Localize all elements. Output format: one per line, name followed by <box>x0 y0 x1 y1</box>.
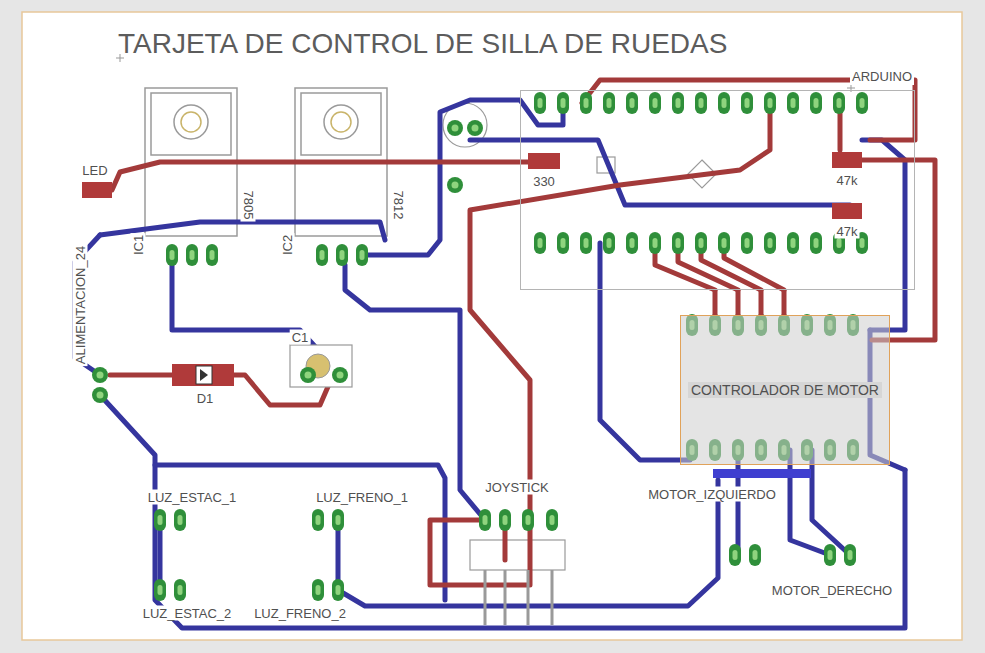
bottom-trace <box>75 100 905 628</box>
silkscreen-label: 330 <box>531 174 557 189</box>
top-trace <box>110 80 935 585</box>
signal-trace <box>713 290 718 315</box>
silkscreen-label: LUZ_FRENO_1 <box>314 490 410 505</box>
chip-body: CONTROLADOR DE MOTOR <box>680 315 890 465</box>
board-title: TARJETA DE CONTROL DE SILLA DE RUEDAS <box>118 28 727 60</box>
silkscreen-label: D1 <box>195 391 216 406</box>
silkscreen-label: C1 <box>290 330 311 345</box>
part-name: CONTROLADOR DE MOTOR <box>688 382 882 398</box>
module-outline: ARDUINO <box>520 90 915 290</box>
motor-header <box>713 469 811 478</box>
silkscreen-label: IC1 <box>131 233 146 257</box>
silkscreen-label: 7805 <box>241 189 256 222</box>
silkscreen-label: MOTOR_IZQUIERDO <box>646 487 778 502</box>
header-pin <box>485 570 552 625</box>
silkscreen-label: 47k <box>835 224 860 239</box>
origin-marks <box>116 54 855 92</box>
signal-trace <box>759 290 764 315</box>
silkscreen-label: IC2 <box>280 233 295 257</box>
part-name: ARDUINO <box>850 69 914 85</box>
silkscreen-label: LUZ_ESTAC_2 <box>141 606 234 621</box>
board-outline <box>22 12 962 640</box>
signal-trace <box>736 290 741 315</box>
silkscreen-label: LUZ_ESTAC_1 <box>146 490 239 505</box>
signal-trace <box>782 290 787 315</box>
silkscreen-label: JOYSTICK <box>483 480 551 495</box>
silkscreen-label: 47k <box>835 173 860 188</box>
silkscreen-label: LUZ_FRENO_2 <box>252 606 348 621</box>
silkscreen-label: 7812 <box>391 189 406 222</box>
silkscreen-label: ALIMENTACION_24 <box>73 244 88 366</box>
silkscreen-label: LED <box>80 163 109 178</box>
silkscreen-label: MOTOR_DERECHO <box>770 583 894 598</box>
